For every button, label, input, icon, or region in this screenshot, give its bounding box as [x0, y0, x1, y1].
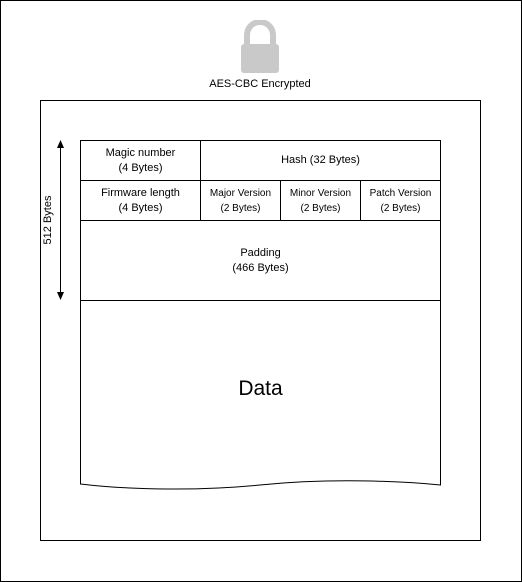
major-version-field: Major Version (2 Bytes) — [200, 180, 281, 221]
patch-version-size: (2 Bytes) — [380, 202, 421, 214]
padding-name: Padding — [240, 246, 281, 259]
padding-size: (466 Bytes) — [232, 261, 289, 274]
minor-version-name: Minor Version — [289, 187, 352, 199]
dimension-label: 512 Bytes — [42, 195, 54, 245]
magic-number-field: Magic number (4 Bytes) — [80, 140, 201, 181]
firmware-length-size: (4 Bytes) — [118, 201, 163, 214]
hash-field: Hash (32 Bytes) — [200, 140, 441, 181]
encrypted-container — [40, 100, 481, 541]
minor-version-size: (2 Bytes) — [300, 202, 341, 214]
major-version-size: (2 Bytes) — [220, 202, 261, 214]
encryption-label: AES-CBC Encrypted — [209, 78, 311, 90]
minor-version-field: Minor Version (2 Bytes) — [280, 180, 361, 221]
major-version-name: Major Version — [209, 187, 272, 199]
magic-number-size: (4 Bytes) — [118, 161, 163, 174]
hash-label: Hash (32 Bytes) — [281, 154, 360, 166]
patch-version-field: Patch Version (2 Bytes) — [360, 180, 441, 221]
patch-version-name: Patch Version — [369, 187, 432, 199]
data-block — [80, 300, 441, 490]
lock-icon — [241, 20, 279, 73]
dimension-arrow — [57, 140, 64, 300]
padding-field: Padding (466 Bytes) — [80, 220, 441, 301]
magic-number-name: Magic number — [105, 146, 176, 159]
data-label: Data — [238, 377, 283, 400]
firmware-length-name: Firmware length — [101, 186, 180, 199]
